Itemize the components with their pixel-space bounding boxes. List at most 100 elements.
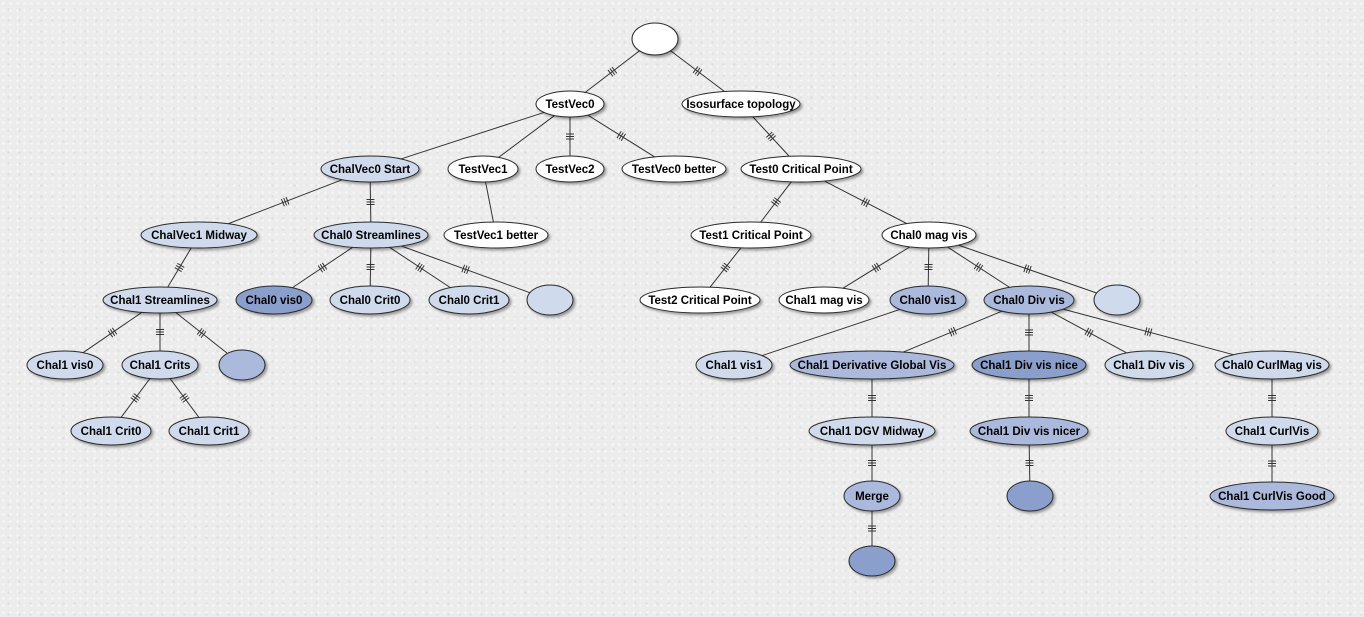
edge-chal1stream-to-chal1crits [156,313,164,351]
node-ellipse[interactable] [1225,416,1319,446]
version-node-test1crit[interactable]: Test1 Critical Point [690,221,812,249]
node-ellipse[interactable] [639,286,761,314]
edge-chal0stream-to-chal0stream_empty [401,245,531,294]
node-ellipse[interactable] [140,221,258,249]
node-ellipse[interactable] [881,221,977,249]
node-ellipse[interactable] [843,480,901,512]
version-node-root[interactable] [631,22,679,56]
version-node-merge-empty[interactable] [848,545,896,577]
node-ellipse[interactable] [447,155,519,183]
version-node-chal0vis1[interactable]: Chal0 vis1 [889,285,967,315]
node-ellipse[interactable] [26,350,104,380]
version-node-merge[interactable]: Merge [843,480,901,512]
version-node-chal1curlgood[interactable]: Chal1 CurlVis Good [1209,481,1335,511]
node-label: Chal0 Crit0 [340,295,401,307]
node-ellipse[interactable] [971,350,1087,380]
node-ellipse[interactable] [848,545,896,577]
version-node-chal1divnice[interactable]: Chal1 Div vis nice [971,350,1087,380]
version-node-chal0mag[interactable]: Chal0 mag vis [881,221,977,249]
edge-testvec0-to-chalvec0 [400,111,545,160]
node-ellipse[interactable] [102,286,218,314]
node-ellipse[interactable] [535,90,605,118]
node-ellipse[interactable] [778,286,870,314]
node-ellipse[interactable] [329,285,411,315]
version-node-chal1crits[interactable]: Chal1 Crits [121,350,199,380]
version-node-chal0div[interactable]: Chal0 Div vis [983,285,1075,315]
version-node-chal0crit1[interactable]: Chal0 Crit1 [428,285,510,315]
version-node-chal1dgvmid[interactable]: Chal1 DGV Midway [808,416,936,446]
version-node-chalvec0[interactable]: ChalVec0 Start [320,155,420,183]
version-node-test2crit[interactable]: Test2 Critical Point [639,286,761,314]
node-ellipse[interactable] [1209,481,1335,511]
node-ellipse[interactable] [70,416,152,446]
version-node-testvec0better[interactable]: TestVec0 better [621,155,727,183]
node-ellipse[interactable] [218,349,266,381]
edge-hash-mark [948,326,957,337]
node-ellipse[interactable] [1104,350,1194,380]
node-ellipse[interactable] [1093,284,1141,316]
edge-chal0mag-to-chal1mag [842,246,911,289]
version-node-chal1crit1[interactable]: Chal1 Crit1 [168,416,250,446]
node-ellipse[interactable] [428,285,510,315]
version-node-chal0crit0[interactable]: Chal0 Crit0 [329,285,411,315]
node-ellipse[interactable] [1006,480,1054,512]
version-node-chal0stream[interactable]: Chal0 Streamlines [313,221,429,249]
node-ellipse[interactable] [535,155,605,183]
node-ellipse[interactable] [789,350,955,380]
version-node-isosurface[interactable]: Isosurface topology [681,90,801,118]
node-ellipse[interactable] [621,155,727,183]
node-ellipse[interactable] [983,285,1075,315]
node-ellipse[interactable] [690,221,812,249]
node-ellipse[interactable] [168,416,250,446]
node-ellipse[interactable] [695,350,773,380]
node-ellipse[interactable] [681,90,801,118]
edge-hash-mark [607,66,618,77]
node-ellipse[interactable] [235,285,313,315]
node-label: Chal0 Div vis [993,295,1065,307]
node-ellipse[interactable] [121,350,199,380]
version-node-chal0stream-empty[interactable] [526,284,574,316]
version-node-divnicer-empty[interactable] [1006,480,1054,512]
edge-chal0mag-to-chal0mag_empty [958,244,1097,294]
edge-hash-mark [107,327,118,338]
version-node-chal1vis0[interactable]: Chal1 vis0 [26,350,104,380]
version-node-testvec1[interactable]: TestVec1 [447,155,519,183]
node-label: Chal0 vis0 [246,295,303,307]
node-ellipse[interactable] [313,221,429,249]
edge-chal0curlmag-to-chal1curlvis [1268,379,1276,417]
node-label: Chal1 Crit0 [81,426,142,438]
version-node-test0crit[interactable]: Test0 Critical Point [740,155,862,183]
node-label: Chal1 mag vis [785,295,862,307]
version-node-chal1vis1[interactable]: Chal1 vis1 [695,350,773,380]
node-ellipse[interactable] [1214,350,1330,380]
version-node-testvec2[interactable]: TestVec2 [535,155,605,183]
version-node-chal0mag-empty[interactable] [1093,284,1141,316]
node-ellipse[interactable] [526,284,574,316]
version-node-chal1curlvis[interactable]: Chal1 CurlVis [1225,416,1319,446]
version-node-chalvec1mid[interactable]: ChalVec1 Midway [140,221,258,249]
edge-chal1stream-to-chal1vis0 [82,311,143,354]
node-ellipse[interactable] [740,155,862,183]
version-node-testvec1better[interactable]: TestVec1 better [443,221,549,249]
version-node-chal0curlmag[interactable]: Chal0 CurlMag vis [1214,350,1330,380]
edge-testvec0-to-testvec2 [566,117,574,156]
version-node-chal0vis0[interactable]: Chal0 vis0 [235,285,313,315]
node-ellipse[interactable] [808,416,936,446]
version-node-chal1divnicer[interactable]: Chal1 Div vis nicer [969,416,1089,446]
node-ellipse[interactable] [889,285,967,315]
node-ellipse[interactable] [969,416,1089,446]
version-node-chal1crit0[interactable]: Chal1 Crit0 [70,416,152,446]
node-ellipse[interactable] [320,155,420,183]
version-node-chal1mag[interactable]: Chal1 mag vis [778,286,870,314]
node-ellipse[interactable] [631,22,679,56]
node-ellipse[interactable] [443,221,549,249]
edge-hash-mark [868,395,876,401]
version-node-chal1stream[interactable]: Chal1 Streamlines [102,286,218,314]
edge-chal1divnice-to-chal1divnicer [1025,379,1033,417]
version-node-testvec0[interactable]: TestVec0 [535,90,605,118]
version-node-chal1dgv[interactable]: Chal1 Derivative Global Vis [789,350,955,380]
version-node-chal1stream-empty[interactable] [218,349,266,381]
edge-hash-mark [461,264,470,275]
edge-line [485,181,494,223]
version-node-chal1div[interactable]: Chal1 Div vis [1104,350,1194,380]
